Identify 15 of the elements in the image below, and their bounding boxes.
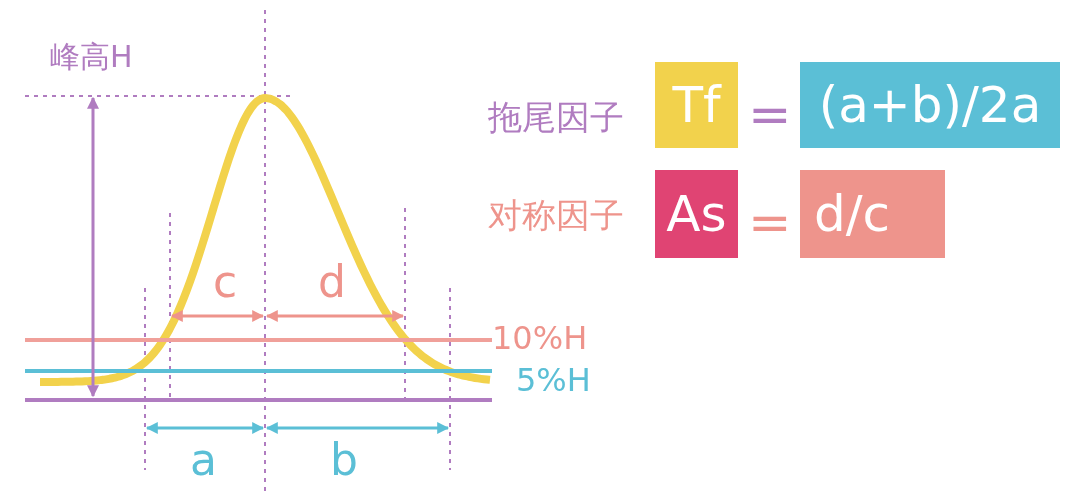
line-label: 10%H [492, 322, 588, 354]
equals-sign: = [748, 88, 792, 140]
dimension-label: b [330, 438, 358, 482]
formula-name: 拖尾因子 [488, 100, 624, 134]
axis-label: 峰高H [50, 42, 133, 72]
line-label: 5%H [516, 364, 591, 396]
formula-box: Tf [655, 62, 738, 148]
formula-box: As [655, 170, 738, 258]
formula-box: (a+b)/2a [800, 62, 1060, 148]
dimension-label: c [213, 260, 238, 304]
formula-box: d/c [800, 170, 945, 258]
dimension-label: d [318, 260, 346, 304]
formula-name: 对称因子 [488, 198, 624, 232]
equals-sign: = [748, 196, 792, 248]
dimension-label: a [190, 438, 217, 482]
